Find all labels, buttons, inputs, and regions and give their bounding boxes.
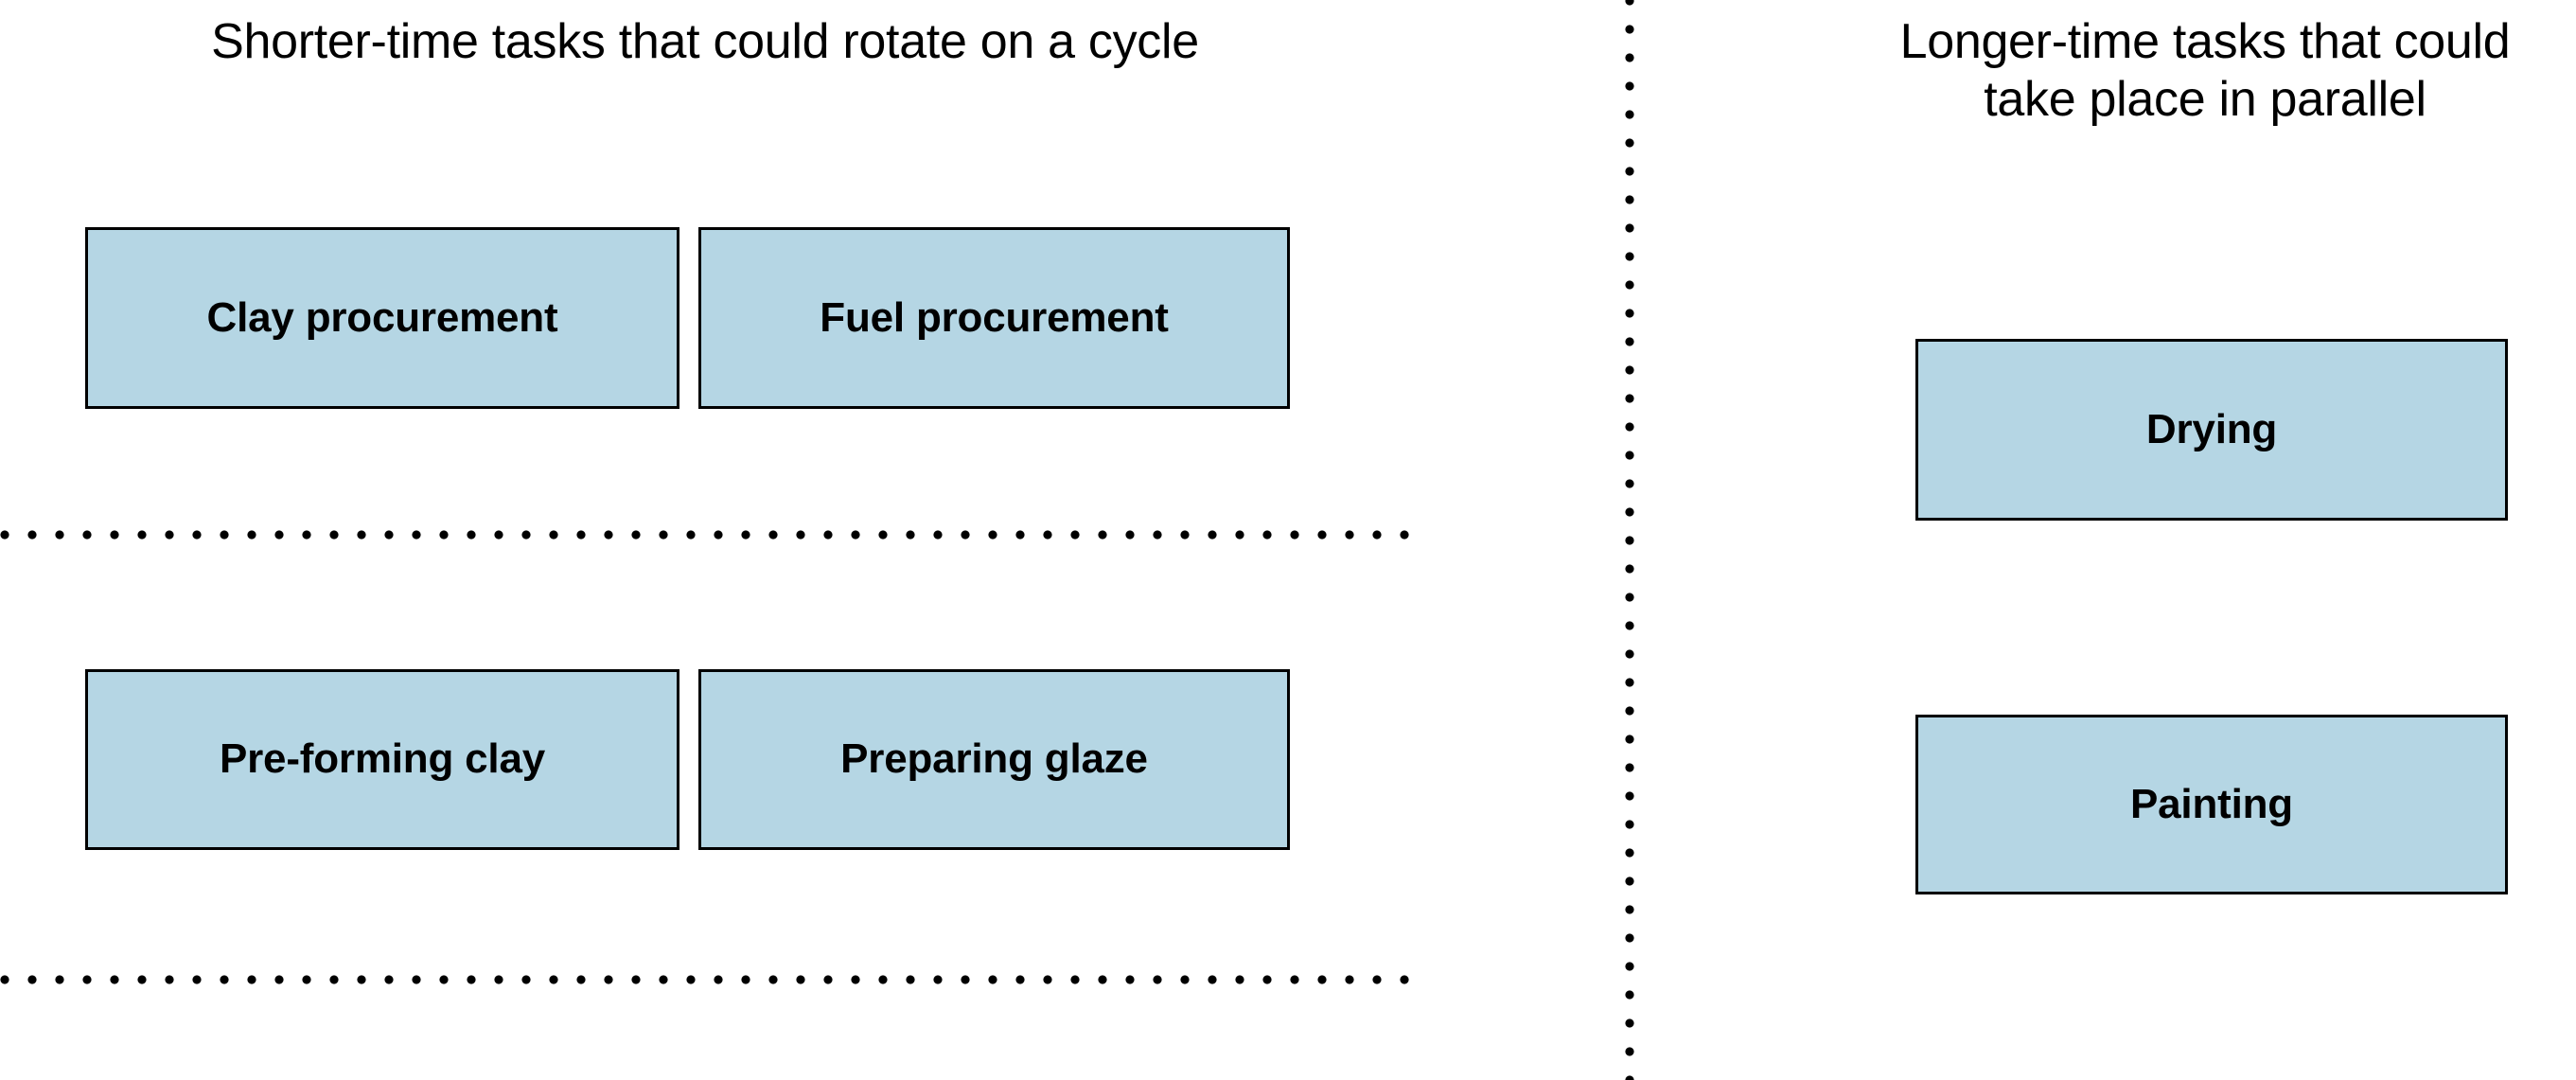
task-box-clay-procurement[interactable]: Clay procurement: [85, 227, 679, 409]
task-box-pre-forming-clay[interactable]: Pre-forming clay: [85, 669, 679, 850]
task-box-label: Preparing glaze: [840, 735, 1148, 783]
left-column-title: Shorter-time tasks that could rotate on …: [211, 14, 1199, 69]
task-box-label: Drying: [2145, 405, 2278, 452]
task-box-drying[interactable]: Drying: [1915, 339, 2508, 521]
task-box-painting[interactable]: Painting: [1915, 715, 2508, 894]
task-box-label: Clay procurement: [206, 293, 558, 341]
right-column-title: Longer-time tasks that could take place …: [1899, 14, 2511, 128]
task-box-fuel-procurement[interactable]: Fuel procurement: [698, 227, 1290, 409]
task-box-preparing-glaze[interactable]: Preparing glaze: [698, 669, 1290, 850]
group-divider-dotted-line-bottom: [0, 975, 1412, 984]
group-divider-dotted-line-top: [0, 530, 1412, 540]
column-divider-dotted-line: [1625, 0, 1634, 1080]
task-box-label: Pre-forming clay: [219, 735, 545, 783]
task-box-label: Painting: [2130, 780, 2293, 827]
task-box-label: Fuel procurement: [820, 293, 1169, 341]
